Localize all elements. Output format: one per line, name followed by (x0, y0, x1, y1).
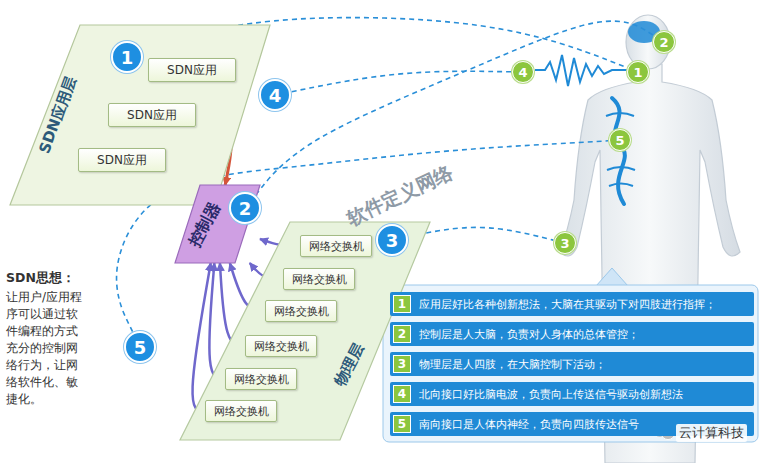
callout-text: 2 (659, 35, 668, 50)
dashed-leader (292, 71, 511, 91)
callout-number: 4 (512, 61, 534, 83)
callout-text: 1 (121, 47, 134, 68)
legend-number: 3 (393, 355, 411, 373)
legend-row: 3 物理层是人四肢，在大脑控制下活动； (390, 352, 754, 376)
watermark: 云计算科技 (676, 424, 747, 442)
legend-text: 控制层是人大脑，负责对人身体的总体管控； (419, 327, 639, 342)
switch-box: 网络交换机 (300, 235, 372, 257)
legend-panel (383, 268, 758, 442)
switch-box: 网络交换机 (245, 335, 317, 357)
dashed-leader (256, 21, 654, 195)
plane-outline (10, 25, 270, 205)
legend-text: 应用层好比各种创新想法，大脑在其驱动下对四肢进行指挥； (419, 297, 716, 312)
switch-box: 网络交换机 (205, 400, 277, 422)
legend-number: 2 (393, 325, 411, 343)
callout-number: 3 (554, 232, 576, 254)
legend-number: 5 (393, 415, 411, 433)
switch-box: 网络交换机 (283, 268, 355, 290)
callout-number: 5 (124, 331, 156, 363)
box-label: 网络交换机 (214, 404, 269, 419)
legend-row: 4 北向接口好比脑电波，负责向上传送信号驱动创新想法 (390, 382, 754, 406)
box-label: SDN应用 (97, 152, 147, 169)
legend-row: 1 应用层好比各种创新想法，大脑在其驱动下对四肢进行指挥； (390, 292, 754, 316)
callout-text: 2 (239, 198, 252, 219)
box-label: SDN应用 (167, 62, 217, 79)
nerve-branches (606, 113, 635, 186)
dashed-leader (409, 227, 554, 240)
legend-number: 1 (393, 295, 411, 313)
plane-outline (175, 185, 260, 263)
legend-number: 4 (393, 385, 411, 403)
callout-text: 3 (386, 230, 399, 251)
callout-number: 3 (376, 224, 408, 256)
callout-number: 2 (653, 31, 675, 53)
box-label: 网络交换机 (292, 272, 347, 287)
watermark-title: 软件定义网络 (343, 160, 457, 232)
legend-row: 2 控制层是人大脑，负责对人身体的总体管控； (390, 322, 754, 346)
callout-text: 3 (560, 236, 569, 251)
note-heading: SDN思想： (6, 270, 75, 287)
callout-text: 5 (615, 133, 624, 148)
plane-outline (180, 222, 430, 440)
callout-text: 4 (269, 85, 282, 106)
box-label: SDN应用 (127, 107, 177, 124)
box-label: 网络交换机 (234, 372, 289, 387)
app-box: SDN应用 (78, 148, 166, 172)
box-label: 网络交换机 (274, 304, 329, 319)
legend-text: 物理层是人四肢，在大脑控制下活动； (419, 357, 606, 372)
callout-text: 4 (518, 65, 527, 80)
legend-text: 北向接口好比脑电波，负责向上传送信号驱动创新想法 (419, 387, 683, 402)
callout-text: 1 (633, 65, 642, 80)
box-label: 网络交换机 (309, 239, 364, 254)
note-body: 让用户/应用程序可以通过软件编程的方式充分的控制网络行为，让网络软件化、敏捷化。 (6, 289, 88, 408)
callout-number: 1 (111, 41, 143, 73)
callout-number: 1 (627, 61, 649, 83)
callout-text: 5 (134, 337, 147, 358)
brain-wave (535, 55, 627, 86)
switch-box: 网络交换机 (225, 368, 297, 390)
callout-number: 2 (229, 192, 261, 224)
callout-number: 5 (609, 129, 631, 151)
box-label: 网络交换机 (254, 339, 309, 354)
panel-ground (383, 285, 758, 442)
switch-box: 网络交换机 (265, 300, 337, 322)
app-box: SDN应用 (148, 58, 236, 82)
callout-number: 4 (259, 79, 291, 111)
legend-text: 南向接口是人体内神经，负责向四肢传达信号 (419, 417, 639, 432)
human-head (626, 15, 670, 69)
panel-pointer (596, 268, 628, 286)
app-box: SDN应用 (108, 103, 196, 127)
